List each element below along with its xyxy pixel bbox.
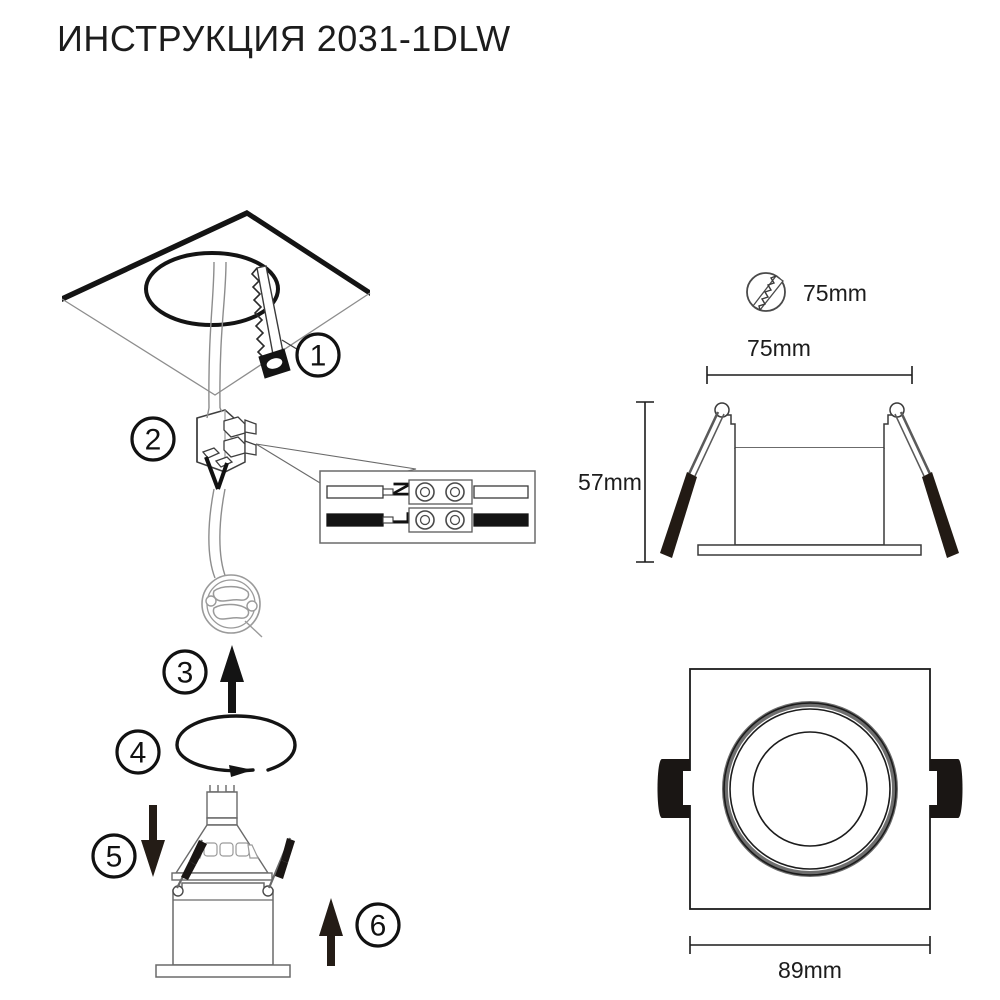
side-view-clip-right [889,402,959,558]
step-4-badge [115,729,161,775]
front-view-width-label: 89mm [778,957,842,983]
step-4-number: 4 [130,737,147,770]
gu10-slot-bottom [212,603,250,620]
lamp-lens [171,872,273,881]
wiring-detail-box: N L [319,470,536,544]
front-view-clip-left [657,759,690,818]
step-4-rotate: 4 [115,714,297,777]
live-wire-left [326,513,384,527]
step-1-number: 1 [310,340,327,373]
keyhole-saw-icon [250,265,291,379]
step-2-terminal-block: 2 [130,407,536,579]
step-6-number: 6 [370,910,387,943]
front-view-inner-circle [752,731,868,847]
gu10-pin-hole-right [246,600,258,612]
cable-right-strand [219,261,227,409]
neutral-wire-right [473,485,529,499]
page-title: ИНСТРУКЦИЯ 2031-1DLW [57,18,511,59]
cable-left-strand [208,261,215,409]
step-5-insert-lamp: 5 [91,805,165,879]
housing-flange [155,964,291,978]
wire-leg-right [216,462,229,490]
step-3-number: 3 [177,657,194,690]
housing-body [172,882,274,966]
side-view-clip-left [660,402,730,558]
step-6-badge [355,902,401,948]
gu10-pin-hole-left [205,595,217,607]
spring-clip-right [262,837,295,897]
side-view-housing-top [721,407,898,449]
step-2-number: 2 [145,424,162,457]
neutral-wire-tip [382,488,394,496]
step-6-push-up: 6 [319,898,401,966]
rotate-arrowhead [229,765,253,777]
step-2-badge [130,416,176,462]
side-view-housing-body [734,448,885,546]
step-3-badge [162,649,208,695]
lamp-pin-right [225,785,235,793]
hole-saw-icon [746,272,786,312]
lamp-pin-left [209,785,219,793]
step-1-ceiling-panel: 1 [61,210,371,409]
arrow-down-step5-icon [141,805,165,877]
neutral-wire-left [326,485,384,499]
step-5-number: 5 [106,841,123,874]
cutout-size-callout: 75mm [746,272,867,312]
wire-leg-left [204,456,220,490]
spring-clip-left [172,839,207,897]
gu10-lamp [171,785,273,881]
step-1-badge [295,332,341,378]
lamp-base [206,791,238,819]
neutral-label: N [389,481,414,497]
rotate-arrow-icon [175,714,297,773]
ceiling-edge-left [62,210,247,302]
cutout-size-label: 75mm [803,280,867,306]
front-view-clip-right [930,759,963,818]
step-5-badge [91,833,137,879]
ceiling-edge-front [61,292,371,396]
ceiling-edge-right [247,210,370,296]
side-view: 75mm 57mm [578,335,959,563]
gu10-slot-top [212,585,250,602]
fixture-housing-section [155,837,295,978]
gu10-lamp-holder [201,574,263,638]
arrow-up-step3-icon [220,645,244,713]
live-wire-tip [382,516,394,524]
live-wire-right [473,513,529,527]
arrow-up-step6-icon [319,898,343,966]
front-view: 89mm [657,668,963,983]
side-view-width-label: 75mm [747,335,811,361]
ceiling-hole [144,251,280,327]
side-view-height-label: 57mm [578,469,642,495]
live-label: L [389,512,414,525]
side-view-flange [697,544,922,556]
step-3-insert-holder: 3 [162,645,244,713]
terminal-block-body [196,409,257,473]
